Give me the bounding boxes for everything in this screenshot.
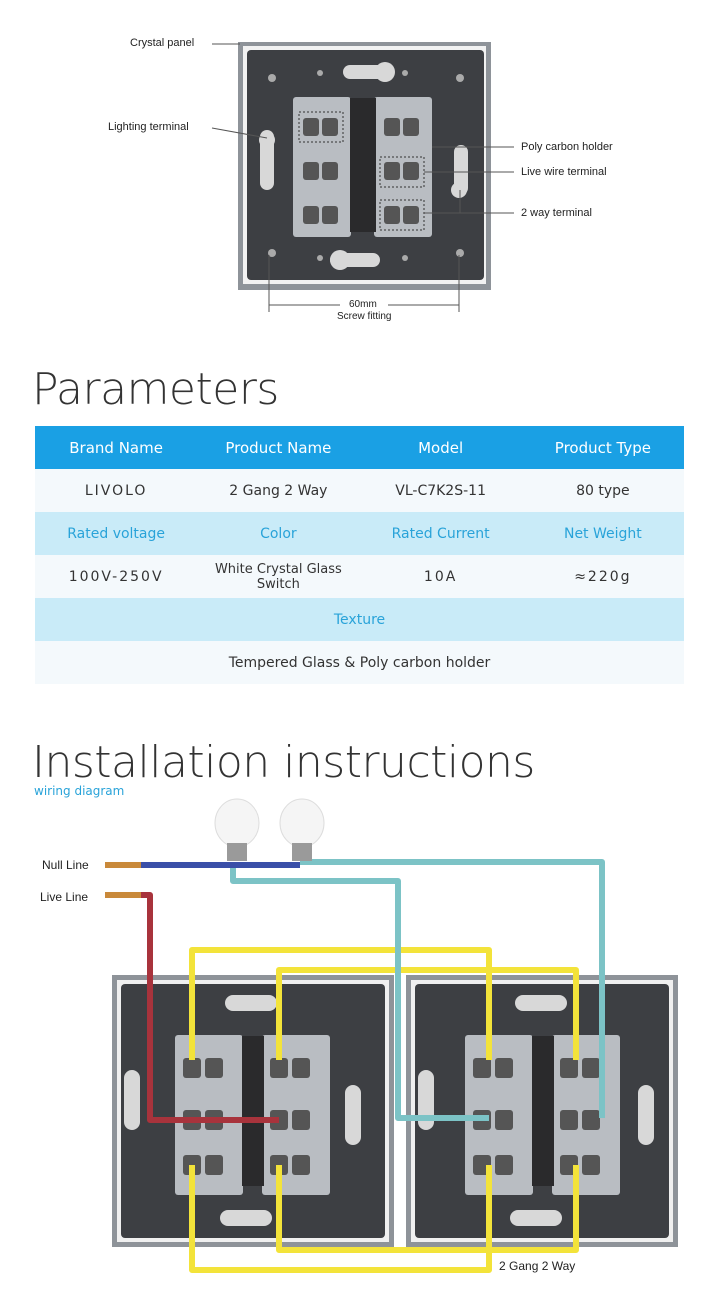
- label-color: Color: [197, 512, 360, 555]
- table-row: 100V-250V White Crystal Glass Switch 10A…: [35, 555, 684, 598]
- live-line-label: Live Line: [40, 890, 89, 904]
- label-rated-voltage: Rated voltage: [35, 512, 198, 555]
- label-rated-current: Rated Current: [359, 512, 522, 555]
- parameters-table: Brand Name Product Name Model Product Ty…: [35, 426, 684, 684]
- callout-poly-carbon-holder: Poly carbon holder: [521, 141, 613, 153]
- header-model: Model: [359, 426, 522, 469]
- null-line-label: Null Line: [42, 858, 89, 872]
- switch-panel-left: [112, 975, 394, 1247]
- callout-2-way-terminal: 2 way terminal: [521, 207, 592, 219]
- switch-panel-illustration: [211, 42, 514, 312]
- installation-title: Installation instructions: [32, 737, 535, 788]
- value-product-type: 80 type: [521, 469, 684, 512]
- table-row: LIVOLO 2 Gang 2 Way VL-C7K2S-11 80 type: [35, 469, 684, 512]
- value-brand-name: LIVOLO: [35, 469, 198, 512]
- label-texture: Texture: [35, 598, 684, 641]
- table-row: Tempered Glass & Poly carbon holder: [35, 641, 684, 684]
- table-row: Texture: [35, 598, 684, 641]
- dimension-label: 60mm: [349, 299, 377, 310]
- header-product-name: Product Name: [197, 426, 360, 469]
- value-net-weight: ≈220g: [521, 555, 684, 598]
- callout-crystal-panel: Crystal panel: [130, 37, 195, 49]
- value-rated-current: 10A: [359, 555, 522, 598]
- table-row: Brand Name Product Name Model Product Ty…: [35, 426, 684, 469]
- table-row: Rated voltage Color Rated Current Net We…: [35, 512, 684, 555]
- light-bulb-icon: [279, 798, 325, 861]
- callout-lighting-terminal: Lighting terminal: [108, 121, 189, 133]
- parameters-title: Parameters: [32, 364, 279, 415]
- value-color: White Crystal Glass Switch: [197, 555, 360, 598]
- switch-panel-right: [406, 975, 678, 1247]
- header-brand-name: Brand Name: [35, 426, 198, 469]
- value-model: VL-C7K2S-11: [359, 469, 522, 512]
- dimension-note: Screw fitting: [337, 311, 392, 322]
- value-rated-voltage: 100V-250V: [35, 555, 198, 598]
- value-texture: Tempered Glass & Poly carbon holder: [35, 641, 684, 684]
- callout-live-wire-terminal: Live wire terminal: [521, 166, 607, 178]
- light-bulb-icon: [214, 798, 260, 861]
- switch-type-label: 2 Gang 2 Way: [499, 1259, 576, 1273]
- value-product-name: 2 Gang 2 Way: [197, 469, 360, 512]
- label-net-weight: Net Weight: [521, 512, 684, 555]
- installation-subtitle: wiring diagram: [34, 784, 125, 798]
- header-product-type: Product Type: [521, 426, 684, 469]
